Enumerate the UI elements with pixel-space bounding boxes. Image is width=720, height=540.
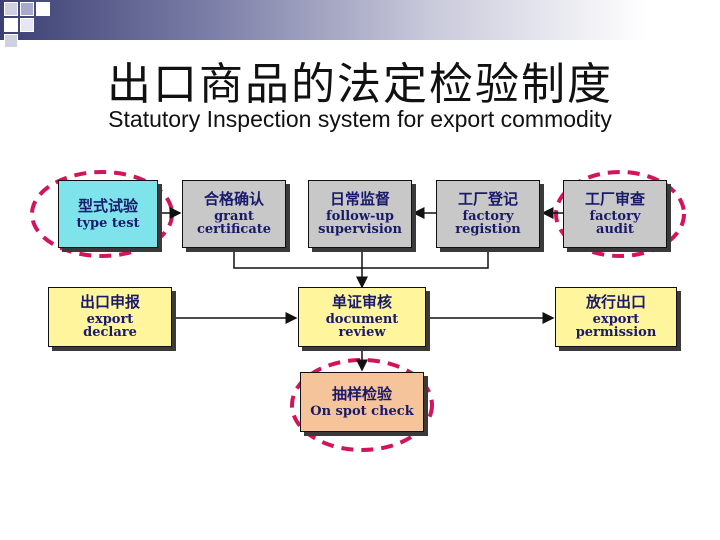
box-grant-en-1: grant xyxy=(214,209,254,224)
box-follow-up-en-1: follow-up xyxy=(326,209,394,224)
box-type-test-cn: 型式试验 xyxy=(77,196,138,215)
page-title-chinese: 出口商品的法定检验制度 xyxy=(107,59,613,110)
box-on-spot-check: 抽样检验 On spot check xyxy=(300,372,424,432)
decorative-squares xyxy=(0,0,60,50)
box-factory-reg-en-2: registion xyxy=(455,222,521,237)
box-doc-review-en-2: review xyxy=(338,325,386,340)
box-type-test: 型式试验 type test xyxy=(58,180,158,248)
box-factory-audit-cn: 工厂审查 xyxy=(584,190,645,208)
box-export-perm-cn: 放行出口 xyxy=(585,293,646,311)
box-type-test-en: type test xyxy=(76,215,140,231)
box-factory-reg-cn: 工厂登记 xyxy=(457,190,518,208)
page-title-english: Statutory Inspection system for export c… xyxy=(108,106,612,132)
box-export-declare-en-2: declare xyxy=(83,325,137,340)
top-gradient-bar xyxy=(0,0,720,40)
box-export-perm-en-1: export xyxy=(592,312,640,327)
box-spot-check-cn: 抽样检验 xyxy=(331,384,392,403)
box-grant-cn: 合格确认 xyxy=(203,190,264,208)
box-export-declare-cn: 出口申报 xyxy=(79,293,140,311)
dashed-highlight-factory-audit xyxy=(554,170,686,258)
box-follow-up-cn: 日常监督 xyxy=(329,190,390,208)
box-export-declare: 出口申报 export declare xyxy=(48,287,172,347)
box-doc-review-en-1: document xyxy=(325,312,399,327)
connector-grant-down xyxy=(233,250,362,269)
box-export-permission: 放行出口 export permission xyxy=(555,287,677,347)
dashed-highlight-spot-check xyxy=(290,358,434,452)
connector-follow-right xyxy=(362,250,489,269)
box-follow-up-supervision: 日常监督 follow-up supervision xyxy=(308,180,412,248)
box-spot-check-en: On spot check xyxy=(310,403,414,419)
box-export-declare-en-1: export xyxy=(86,312,134,327)
box-factory-registion: 工厂登记 factory registion xyxy=(436,180,540,248)
box-factory-audit-en-1: factory xyxy=(589,209,641,224)
box-follow-up-en-2: supervision xyxy=(318,222,402,237)
box-grant-certificate: 合格确认 grant certificate xyxy=(182,180,286,248)
box-document-review: 单证审核 document review xyxy=(298,287,426,347)
box-export-perm-en-2: permission xyxy=(575,325,657,340)
box-grant-en-2: certificate xyxy=(196,222,272,237)
box-factory-reg-en-1: factory xyxy=(462,209,514,224)
box-factory-audit: 工厂审查 factory audit xyxy=(563,180,667,248)
box-factory-audit-en-2: audit xyxy=(596,222,634,237)
box-doc-review-cn: 单证审核 xyxy=(331,293,392,311)
